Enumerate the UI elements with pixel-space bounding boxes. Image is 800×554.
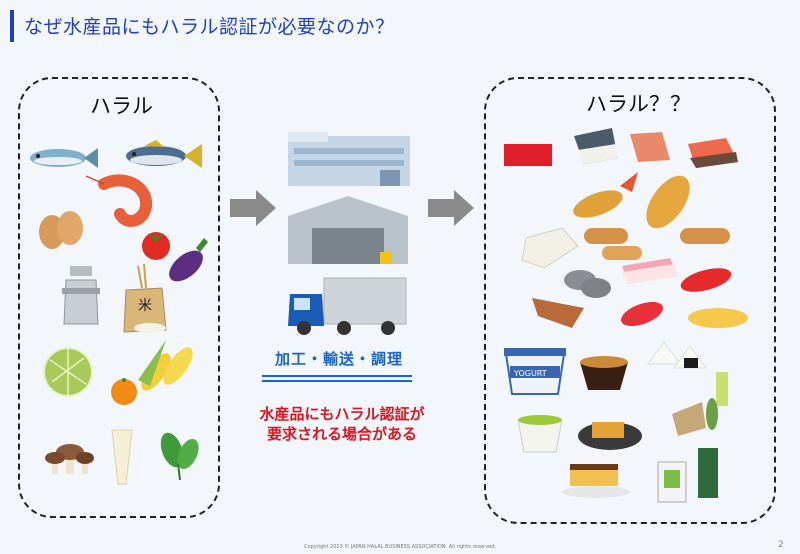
castella-icon xyxy=(562,464,630,498)
corn-icon xyxy=(138,340,193,391)
yogurt-label: YOGURT xyxy=(513,369,547,378)
shrimp-icon xyxy=(85,174,153,227)
warehouse-icon xyxy=(288,196,408,264)
halal-question-panel xyxy=(484,77,776,524)
satsumaage-icon xyxy=(564,270,611,298)
rice-bag-label: 米 xyxy=(138,298,152,314)
processing-facilities-illustration xyxy=(288,132,410,335)
fish-icon xyxy=(30,148,98,168)
green-tea-icon xyxy=(517,415,563,453)
mushroom-icon xyxy=(45,444,94,474)
halal-foods-illustration: 米 xyxy=(30,140,208,485)
title-accent-bar xyxy=(10,10,14,42)
fried-fish-icon xyxy=(646,175,690,229)
salmon-fillet-icon xyxy=(630,132,738,168)
note-line-1: 水産品にもハラル認証が xyxy=(259,405,425,423)
packaged-food-icon xyxy=(657,448,718,503)
enoki-icon xyxy=(111,429,133,485)
fried-tofu-plate-icon xyxy=(578,422,642,450)
factory-icon xyxy=(288,132,410,186)
milk-can-icon xyxy=(62,266,100,325)
hanpen-icon xyxy=(521,227,579,269)
onigiri-icon xyxy=(647,341,707,369)
tuna-sashimi-icon xyxy=(504,144,552,166)
copyright-text: Copyright 2023 © JAPAN HALAL BUSINESS AS… xyxy=(304,544,496,550)
dried-fish-icon xyxy=(532,298,584,328)
page-number: 2 xyxy=(778,540,784,550)
yogurt-icon xyxy=(504,348,566,395)
orange-icon xyxy=(111,378,137,405)
processed-seafood-illustration: YOGURT xyxy=(504,128,748,503)
eggplant-icon xyxy=(169,238,208,282)
arrow-right-icon-2 xyxy=(428,190,474,226)
miso-soup-icon xyxy=(580,356,628,390)
tomato-icon xyxy=(142,232,170,260)
halal-panel-title: ハラル xyxy=(90,94,153,118)
truck-icon xyxy=(288,277,407,335)
halal-foods-panel xyxy=(18,77,220,518)
kamaboko-icon xyxy=(622,258,678,284)
wasabi-icon xyxy=(672,372,728,436)
mackerel-fillet-icon xyxy=(574,128,618,164)
tamagoyaki-icon xyxy=(688,308,748,328)
rice-bag-icon xyxy=(123,263,167,333)
chikuwa-icon xyxy=(584,228,730,260)
process-underline xyxy=(262,375,412,377)
page-title: なぜ水産品にもハラル認証が必要なのか？ xyxy=(24,16,395,38)
melon-icon xyxy=(43,347,93,397)
tea-leaves-icon xyxy=(160,432,199,481)
process-underline-2 xyxy=(262,380,412,382)
fried-shrimp-icon xyxy=(573,172,638,218)
eggs-icon xyxy=(39,211,83,249)
halal-requirement-note: 水産品にもハラル認証が 要求される場合がある xyxy=(226,404,458,444)
tuna-icon xyxy=(126,140,202,168)
note-line-2: 要求される場合がある xyxy=(266,425,417,443)
arrow-right-icon xyxy=(230,190,276,226)
mentaiko-icon xyxy=(621,268,732,327)
halal-question-title: ハラル？？ xyxy=(586,92,691,116)
process-label: 加工・輸送・調理 xyxy=(274,350,403,368)
